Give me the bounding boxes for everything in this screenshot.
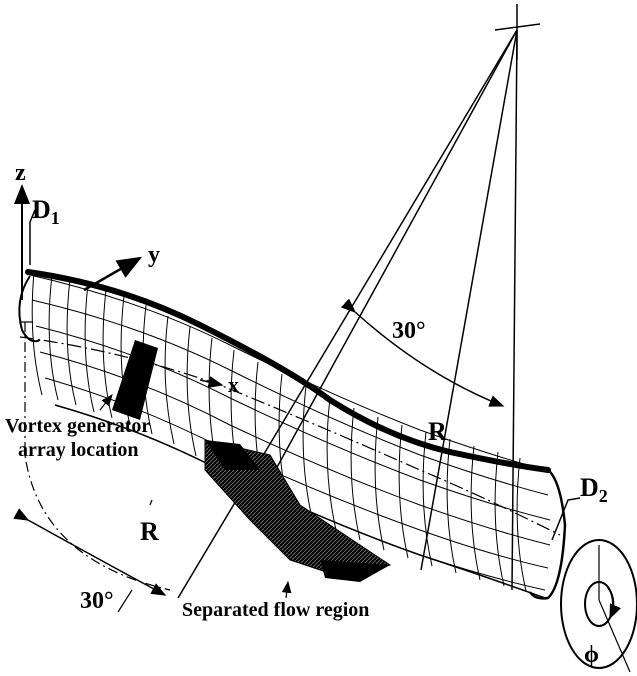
z-axis-label: z <box>15 160 26 186</box>
top-angle-label: 30° <box>392 318 426 344</box>
d2-subscript: 2 <box>599 486 608 506</box>
outlet-rim <box>528 466 567 600</box>
duct-top-edge <box>25 269 551 473</box>
d1-letter: D <box>32 195 51 224</box>
x-axis-label: x <box>228 372 239 397</box>
separated-label: Separated flow region <box>182 599 369 621</box>
bottom-angle-label: 30° <box>80 588 114 614</box>
y-axis-label: y <box>148 242 160 268</box>
cross-section <box>560 539 637 673</box>
bottom-angle-arc <box>13 508 167 596</box>
top-angle-arc <box>340 298 505 407</box>
vortex-label-line2: array location <box>18 439 139 461</box>
x-axis-arrow <box>199 376 224 388</box>
duct-bottom-edge <box>54 404 546 599</box>
centerline <box>19 336 561 536</box>
construction-lines <box>177 4 541 599</box>
vortex-generator-array <box>112 340 158 420</box>
y-axis-arrow <box>83 256 143 292</box>
phi-label: ϕ <box>584 642 599 668</box>
d1-leader <box>29 209 36 265</box>
d2-letter: D <box>580 473 599 502</box>
d2-leader <box>551 497 581 541</box>
top-radius-label: R <box>428 417 447 446</box>
bottom-radius-label: R <box>140 517 159 546</box>
separated-leader <box>281 580 292 599</box>
vortex-label-line1: Vortex generator <box>5 415 150 437</box>
d1-label: D1 <box>32 195 60 228</box>
vortex-leader <box>99 394 113 411</box>
d1-subscript: 1 <box>51 208 60 228</box>
duct-mesh <box>29 271 551 592</box>
d2-label: D2 <box>580 473 608 506</box>
